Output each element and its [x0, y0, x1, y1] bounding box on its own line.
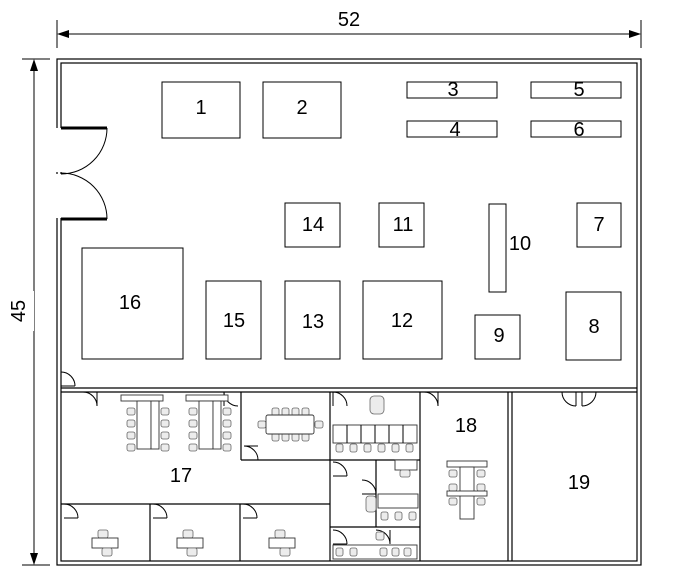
equipment-label-4: 4	[449, 119, 460, 141]
equipment-10: 10	[488, 203, 531, 293]
door-arc-small	[60, 371, 76, 387]
office-desk-1	[91, 529, 119, 557]
equipment-5: 5	[530, 79, 622, 101]
office-desk-3	[268, 529, 296, 557]
office-door-arcs	[63, 391, 597, 545]
equipment-13: 13	[284, 280, 341, 360]
equipment-2: 2	[262, 81, 342, 139]
equipment-label-7: 7	[593, 214, 604, 236]
equipment-label-2: 2	[296, 97, 307, 119]
width-label: 52	[338, 9, 360, 31]
office-desk-2	[176, 529, 204, 557]
equipment-6: 6	[530, 119, 622, 141]
equipment-12: 12	[362, 280, 443, 360]
entrance-door	[56, 126, 108, 221]
equipment-label-1: 1	[195, 97, 206, 119]
outer-wall	[56, 58, 642, 566]
height-dimension: 45	[8, 58, 50, 566]
equipment-label-14: 14	[302, 214, 324, 236]
room-label-19: 19	[568, 472, 590, 494]
equipment-label-11: 11	[393, 214, 414, 236]
equipment-11: 11	[378, 202, 425, 248]
width-dimension: 52	[56, 6, 642, 48]
room-label-17: 17	[170, 465, 192, 487]
equipment-label-15: 15	[223, 310, 245, 332]
meeting-table	[257, 407, 324, 442]
height-label: 45	[8, 300, 30, 322]
equipment-label-10: 10	[509, 233, 531, 255]
desk-cluster-left	[120, 394, 170, 452]
equipment-label-16: 16	[119, 292, 141, 314]
equipment-3: 3	[406, 79, 498, 101]
equipment-4: 4	[406, 119, 498, 141]
equipment-label-12: 12	[391, 310, 413, 332]
equipment-label-13: 13	[302, 311, 324, 333]
equipment-14: 14	[284, 202, 341, 248]
equipment-15: 15	[205, 280, 262, 360]
equipment-8: 8	[565, 291, 622, 361]
room18-desks	[446, 460, 488, 520]
equipment-16: 16	[81, 247, 184, 360]
equipment-1: 1	[161, 81, 241, 139]
office-walls	[61, 392, 513, 561]
equipment-label-3: 3	[447, 79, 458, 101]
middle-office-bottom	[332, 459, 419, 560]
equipment-label-5: 5	[573, 79, 584, 101]
equipment-label-6: 6	[573, 119, 584, 141]
middle-office-top	[332, 395, 418, 453]
equipment-7: 7	[576, 202, 622, 248]
equipment-9: 9	[474, 314, 521, 360]
inner-wall	[60, 62, 638, 562]
room-label-18: 18	[455, 415, 477, 437]
equipment-label-8: 8	[588, 316, 599, 338]
equipment-label-9: 9	[493, 325, 504, 347]
desk-cluster-right	[185, 394, 232, 452]
